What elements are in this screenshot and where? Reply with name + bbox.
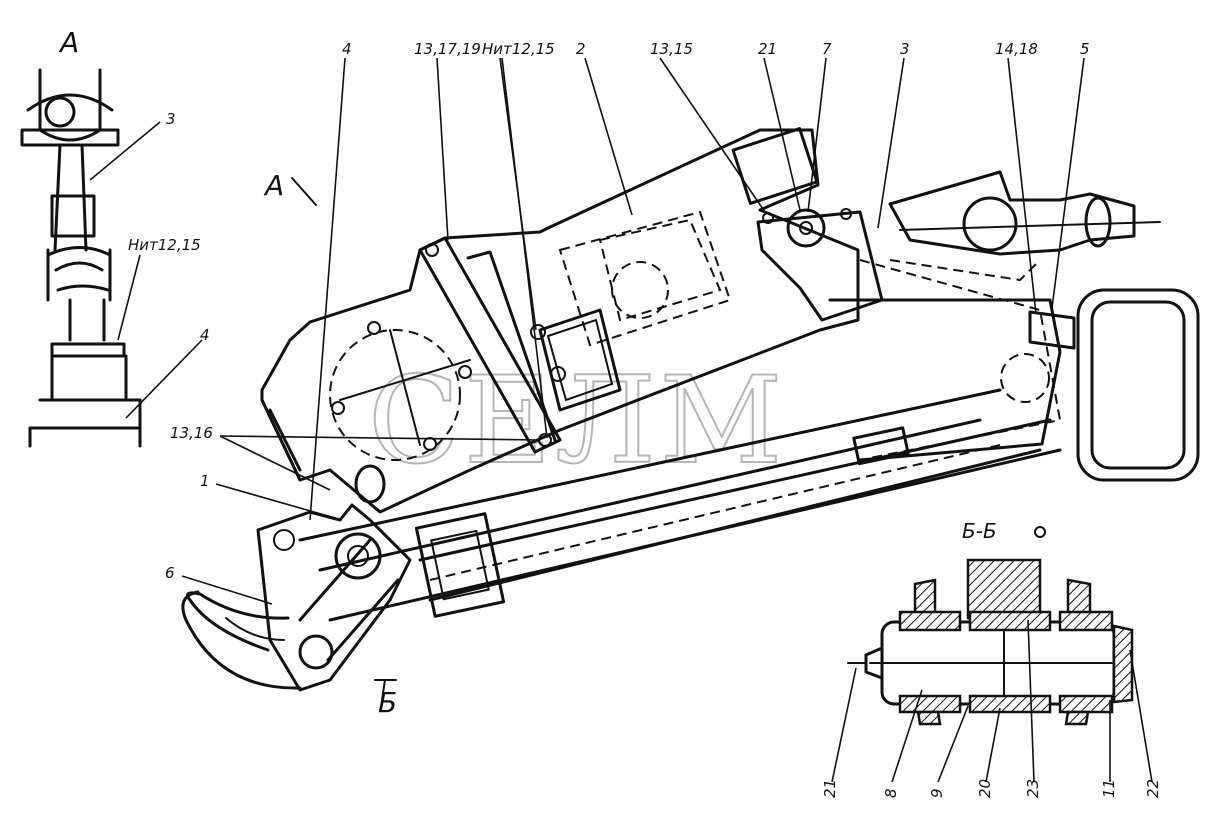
section-b-b: Б-Б 21 8 9 xyxy=(821,519,1162,798)
section-arrow-b: Б xyxy=(378,686,397,719)
label-21: 21 xyxy=(758,40,777,58)
label-4: 4 xyxy=(342,40,352,58)
watermark: СЕЛМ xyxy=(368,352,786,491)
label-2: 2 xyxy=(576,40,586,58)
section-label-20: 20 xyxy=(976,779,994,798)
label-5: 5 xyxy=(1080,40,1090,58)
view-a-label-4: 4 xyxy=(200,326,210,344)
label-13-15: 13,15 xyxy=(650,40,693,58)
section-label-23: 23 xyxy=(1024,779,1042,798)
main-assembly: А xyxy=(165,40,1200,719)
label-7: 7 xyxy=(822,40,832,58)
view-arrow-a: А xyxy=(263,169,284,202)
label-3: 3 xyxy=(900,40,910,58)
section-b-b-title: Б-Б xyxy=(962,519,997,543)
section-label-21: 21 xyxy=(821,779,839,798)
label-13-17-19: 13,17,19 xyxy=(414,40,481,58)
section-label-9: 9 xyxy=(928,788,946,798)
section-labels: 21 8 9 20 23 11 22 xyxy=(821,779,1162,798)
view-a-label-nut: Нит12,15 xyxy=(128,236,201,254)
label-6: 6 xyxy=(165,564,175,582)
view-a-title: А xyxy=(58,26,79,59)
section-label-8: 8 xyxy=(882,788,900,798)
label-14-18: 14,18 xyxy=(995,40,1038,58)
view-a-label-3: 3 xyxy=(166,110,176,128)
view-a-detail: А 3 Нит12,15 4 xyxy=(20,26,210,448)
label-nut-12-15: Нит12,15 xyxy=(482,40,555,58)
label-1: 1 xyxy=(200,472,210,490)
section-label-11: 11 xyxy=(1100,779,1118,798)
label-13-16: 13,16 xyxy=(170,424,213,442)
section-label-22: 22 xyxy=(1144,779,1162,798)
